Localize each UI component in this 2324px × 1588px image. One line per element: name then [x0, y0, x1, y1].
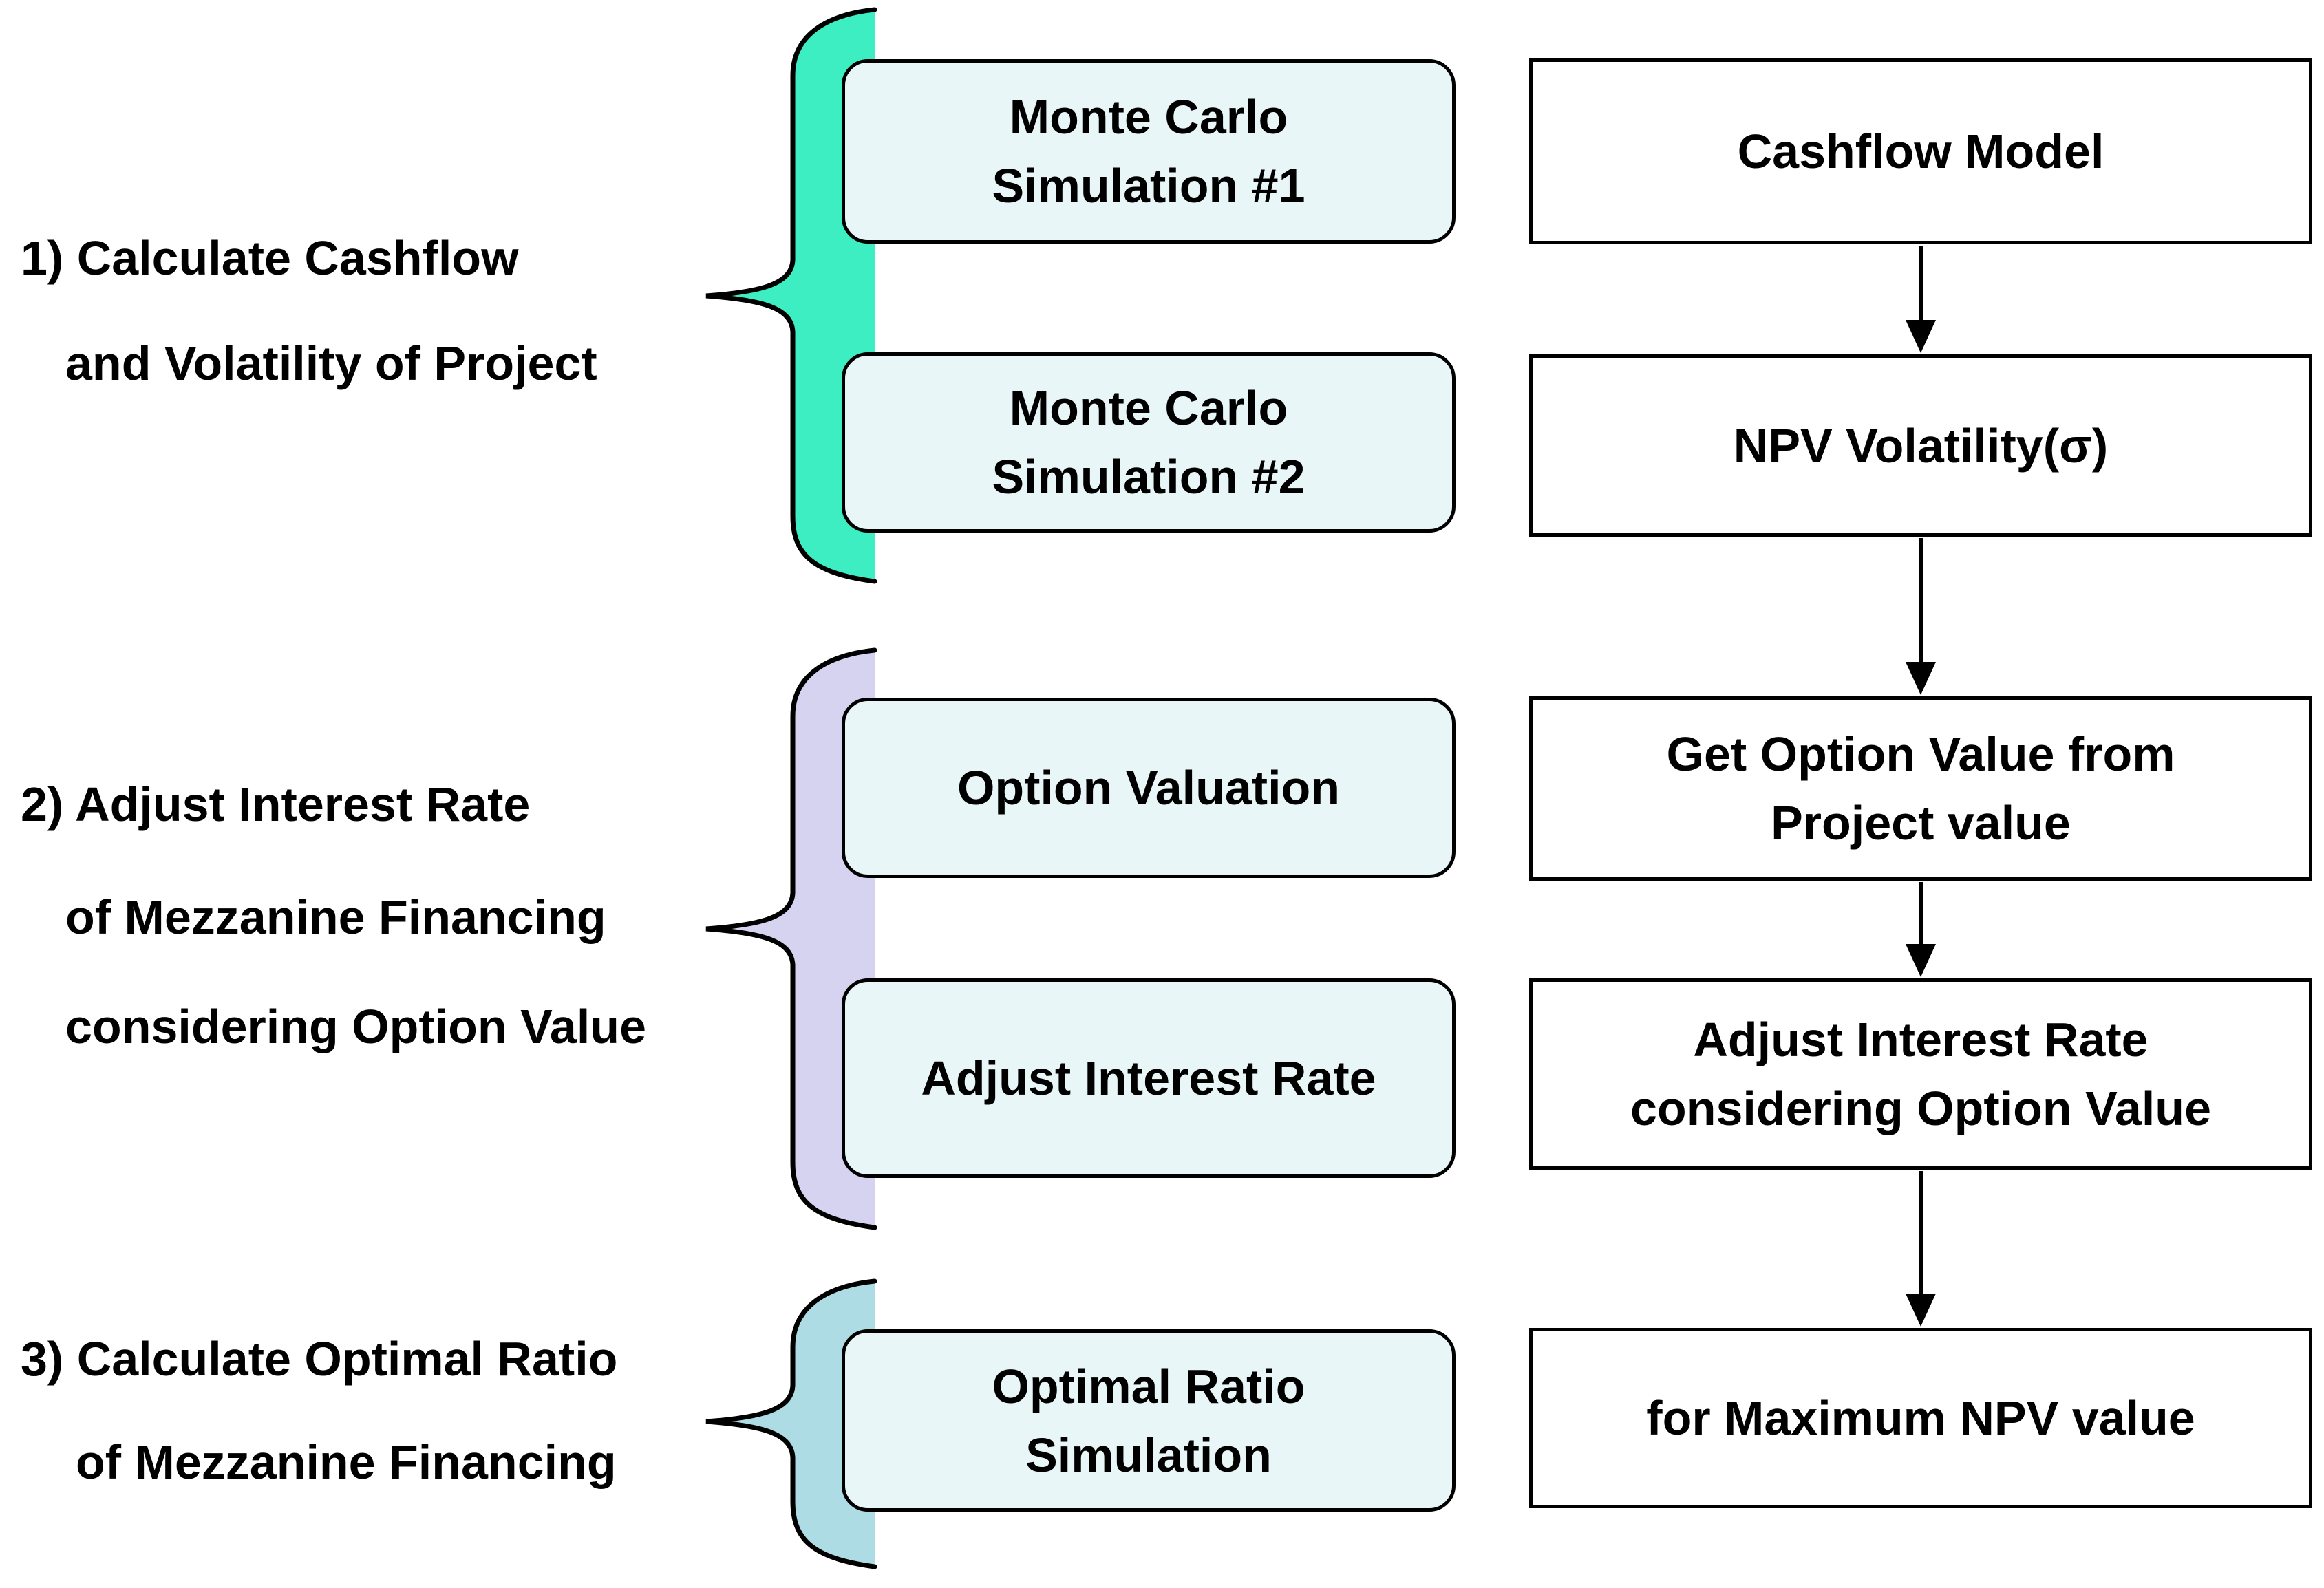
output-box-maximum-npv: for Maximum NPV value	[1529, 1328, 2312, 1508]
flow-arrow-1	[1906, 246, 1936, 353]
step-1-label-line-2: and Volatility of Project	[65, 336, 597, 390]
step-2-label-line-1: 2) Adjust Interest Rate	[21, 777, 531, 831]
output-box-text: considering Option Value	[1630, 1082, 2211, 1135]
process-box-text: Optimal Ratio	[992, 1359, 1305, 1413]
output-box-text: Cashflow Model	[1737, 125, 2104, 178]
brace-step-2-outline	[705, 647, 877, 1230]
output-box-cashflow-model: Cashflow Model	[1529, 58, 2312, 244]
step-1-label-line-1: 1) Calculate Cashflow	[21, 231, 519, 285]
step-3-label-line-2: of Mezzanine Financing	[76, 1435, 617, 1489]
brace-step-3	[706, 1281, 875, 1567]
flow-arrow-1-head	[1906, 320, 1936, 353]
process-box-monte-carlo-2: Monte Carlo Simulation #2	[842, 352, 1456, 533]
brace-step-1-outline	[705, 7, 877, 584]
flow-arrow-2-head	[1906, 662, 1936, 695]
output-box-text: for Maximum NPV value	[1646, 1391, 2195, 1445]
process-box-optimal-ratio-simulation: Optimal Ratio Simulation	[842, 1329, 1456, 1512]
process-box-text: Monte Carlo	[1009, 90, 1288, 144]
process-box-text: Monte Carlo	[1009, 381, 1288, 435]
step-2-label-line-3: considering Option Value	[65, 1000, 646, 1053]
process-box-text: Simulation	[1025, 1428, 1272, 1482]
brace-step-2	[706, 650, 875, 1227]
process-box-text: Simulation #1	[992, 159, 1305, 213]
step-2-label-line-2: of Mezzanine Financing	[65, 890, 606, 944]
brace-step-1	[706, 10, 875, 581]
output-box-text: Get Option Value from	[1666, 727, 2175, 781]
flow-arrow-3	[1906, 882, 1936, 977]
output-box-text: Project value	[1771, 796, 2071, 850]
process-box-text: Simulation #2	[992, 450, 1305, 504]
flow-arrow-4	[1906, 1171, 1936, 1327]
output-box-adjust-interest-rate: Adjust Interest Rate considering Option …	[1529, 978, 2312, 1170]
flow-arrow-2	[1906, 538, 1936, 695]
flow-arrow-3-head	[1906, 944, 1936, 977]
output-box-text: Adjust Interest Rate	[1693, 1013, 2149, 1066]
flow-arrow-4-head	[1906, 1294, 1936, 1327]
output-box-get-option-value: Get Option Value from Project value	[1529, 696, 2312, 881]
step-3-label-line-1: 3) Calculate Optimal Ratio	[21, 1332, 618, 1386]
brace-step-3-outline	[705, 1278, 877, 1569]
output-box-npv-volatility: NPV Volatility(σ)	[1529, 354, 2312, 537]
output-box-text: NPV Volatility(σ)	[1733, 418, 2109, 473]
process-box-text: Adjust Interest Rate	[921, 1051, 1376, 1105]
process-box-option-valuation: Option Valuation	[842, 698, 1456, 878]
process-box-adjust-interest-rate: Adjust Interest Rate	[842, 978, 1456, 1178]
process-box-monte-carlo-1: Monte Carlo Simulation #1	[842, 59, 1456, 244]
process-box-text: Option Valuation	[957, 761, 1341, 815]
